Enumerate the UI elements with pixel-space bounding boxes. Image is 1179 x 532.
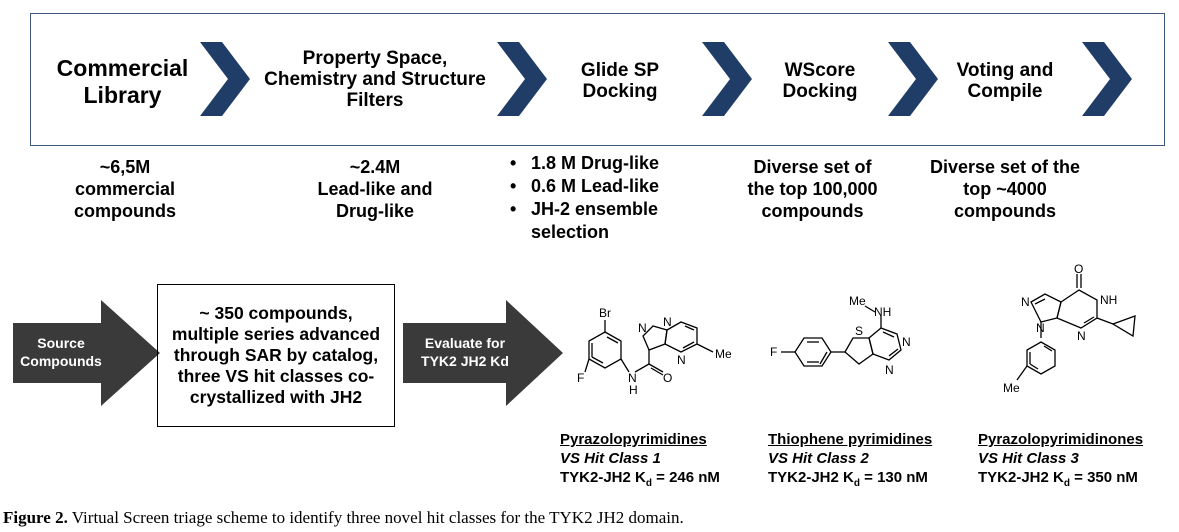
desc-line: Lead-like and (290, 178, 460, 200)
desc-line: top ~4000 (915, 178, 1095, 200)
step-label-line: Chemistry and Structure (250, 69, 500, 90)
arrow-label-line: TYK2 JH2 Kd (410, 352, 520, 370)
desc-line: Diverse set of (740, 156, 885, 178)
step-glide-sp: Glide SP Docking (555, 60, 685, 102)
atom-f: F (577, 371, 584, 385)
step-label-line: Library (40, 82, 205, 109)
arrow-label-line: Evaluate for (410, 334, 520, 352)
atom-h: H (629, 383, 638, 397)
kd-value: TYK2-JH2 Kd = 350 nM (978, 468, 1143, 493)
desc-line: compounds (740, 200, 885, 222)
figure-caption-text: Virtual Screen triage scheme to identify… (68, 508, 684, 527)
bullet-item: JH-2 ensemble (507, 198, 707, 221)
kd-prefix: TYK2-JH2 K (768, 469, 854, 486)
arrow-label-line: Source (15, 334, 107, 352)
atom-o: O (663, 371, 672, 385)
atom-n: N (1021, 295, 1030, 309)
kd-prefix: TYK2-JH2 K (560, 469, 646, 486)
hit-class-3-caption: Pyrazolopyrimidinones VS Hit Class 3 TYK… (978, 430, 1143, 493)
step-desc-wscore: Diverse set of the top 100,000 compounds (740, 156, 885, 222)
atom-n: N (1077, 329, 1086, 343)
bullet-item-continuation: selection (531, 222, 609, 242)
kd-number: = 246 nM (652, 469, 720, 486)
atom-n: N (638, 321, 647, 335)
desc-line: Drug-like (290, 200, 460, 222)
hit-class-1-caption: Pyrazolopyrimidines VS Hit Class 1 TYK2-… (560, 430, 720, 493)
evaluate-label: Evaluate for TYK2 JH2 Kd (410, 334, 520, 370)
desc-line: the top 100,000 (740, 178, 885, 200)
desc-line: commercial (45, 178, 205, 200)
chevron-right-icon (200, 42, 250, 116)
bullet-continuation: selection (507, 221, 707, 244)
step-label-line: Compile (935, 81, 1075, 102)
hit-class-label: VS Hit Class 3 (978, 449, 1143, 468)
atom-me: Me (849, 294, 866, 308)
hit-class-name: Pyrazolopyrimidinones (978, 430, 1143, 449)
atom-n: N (902, 335, 911, 349)
atom-n: N (663, 315, 672, 329)
figure-caption: Figure 2. Virtual Screen triage scheme t… (3, 508, 684, 528)
chevron-right-icon (702, 42, 752, 116)
atom-f: F (770, 345, 777, 359)
kd-number: = 130 nM (860, 469, 928, 486)
hit-class-label: VS Hit Class 1 (560, 449, 720, 468)
kd-value: TYK2-JH2 Kd = 130 nM (768, 468, 932, 493)
atom-o: O (1074, 262, 1083, 276)
atom-n: N (885, 363, 894, 377)
chevron-right-icon (1082, 42, 1132, 116)
molecule-pyrazolopyrimidine: Br F N H O N N N Me (565, 302, 750, 424)
summary-line: ~ 350 compounds, (172, 303, 380, 324)
molecule-thiophene-pyrimidine: Me NH F S N N (765, 292, 950, 416)
step-commercial-library: Commercial Library (40, 55, 205, 109)
atom-nh: NH (874, 305, 891, 319)
hit-class-label: VS Hit Class 2 (768, 449, 932, 468)
summary-line: crystallized with JH2 (172, 387, 380, 408)
step-label-line: WScore (750, 60, 890, 81)
kd-prefix: TYK2-JH2 K (978, 469, 1064, 486)
desc-line: ~2.4M (290, 156, 460, 178)
atom-me: Me (1003, 381, 1020, 395)
step-desc-filters: ~2.4M Lead-like and Drug-like (290, 156, 460, 222)
step-label-line: Commercial (40, 55, 205, 82)
kd-value: TYK2-JH2 Kd = 246 nM (560, 468, 720, 493)
bullet-item: 0.6 M Lead-like (507, 175, 707, 198)
summary-line: multiple series advanced (172, 324, 380, 345)
step-label-line: Docking (750, 81, 890, 102)
desc-line: ~6,5M (45, 156, 205, 178)
step-label-line: Filters (250, 90, 500, 111)
step-wscore: WScore Docking (750, 60, 890, 102)
step-label-line: Voting and (935, 60, 1075, 81)
atom-n: N (1036, 321, 1045, 335)
source-compounds-label: Source Compounds (15, 334, 107, 370)
arrow-label-line: Compounds (15, 352, 107, 370)
hit-class-2-caption: Thiophene pyrimidines VS Hit Class 2 TYK… (768, 430, 932, 493)
atom-nh: NH (1100, 293, 1117, 307)
summary-line: through SAR by catalog, (172, 345, 380, 366)
step-voting: Voting and Compile (935, 60, 1075, 102)
desc-line: compounds (915, 200, 1095, 222)
summary-line: three VS hit classes co- (172, 366, 380, 387)
chevron-right-icon (497, 42, 547, 116)
molecule-pyrazolopyrimidinone: O NH N N N Me (985, 262, 1160, 420)
step-desc-commercial: ~6,5M commercial compounds (45, 156, 205, 222)
step-label-line: Property Space, (250, 48, 500, 69)
desc-line: Diverse set of the (915, 156, 1095, 178)
desc-line: compounds (45, 200, 205, 222)
step-label-line: Glide SP (555, 60, 685, 81)
summary-box: ~ 350 compounds, multiple series advance… (157, 284, 395, 427)
atom-br: Br (599, 306, 611, 320)
atom-s: S (855, 324, 863, 338)
hit-class-name: Thiophene pyrimidines (768, 430, 932, 449)
hit-class-name: Pyrazolopyrimidines (560, 430, 720, 449)
atom-n: N (677, 353, 686, 367)
figure-label: Figure 2. (3, 508, 68, 527)
step-desc-voting: Diverse set of the top ~4000 compounds (915, 156, 1095, 222)
step-filters: Property Space, Chemistry and Structure … (250, 48, 500, 111)
step-desc-glide: 1.8 M Drug-like 0.6 M Lead-like JH-2 ens… (507, 152, 707, 244)
bullet-item: 1.8 M Drug-like (507, 152, 707, 175)
atom-me: Me (715, 347, 732, 361)
chevron-right-icon (888, 42, 938, 116)
kd-number: = 350 nM (1070, 469, 1138, 486)
step-label-line: Docking (555, 81, 685, 102)
